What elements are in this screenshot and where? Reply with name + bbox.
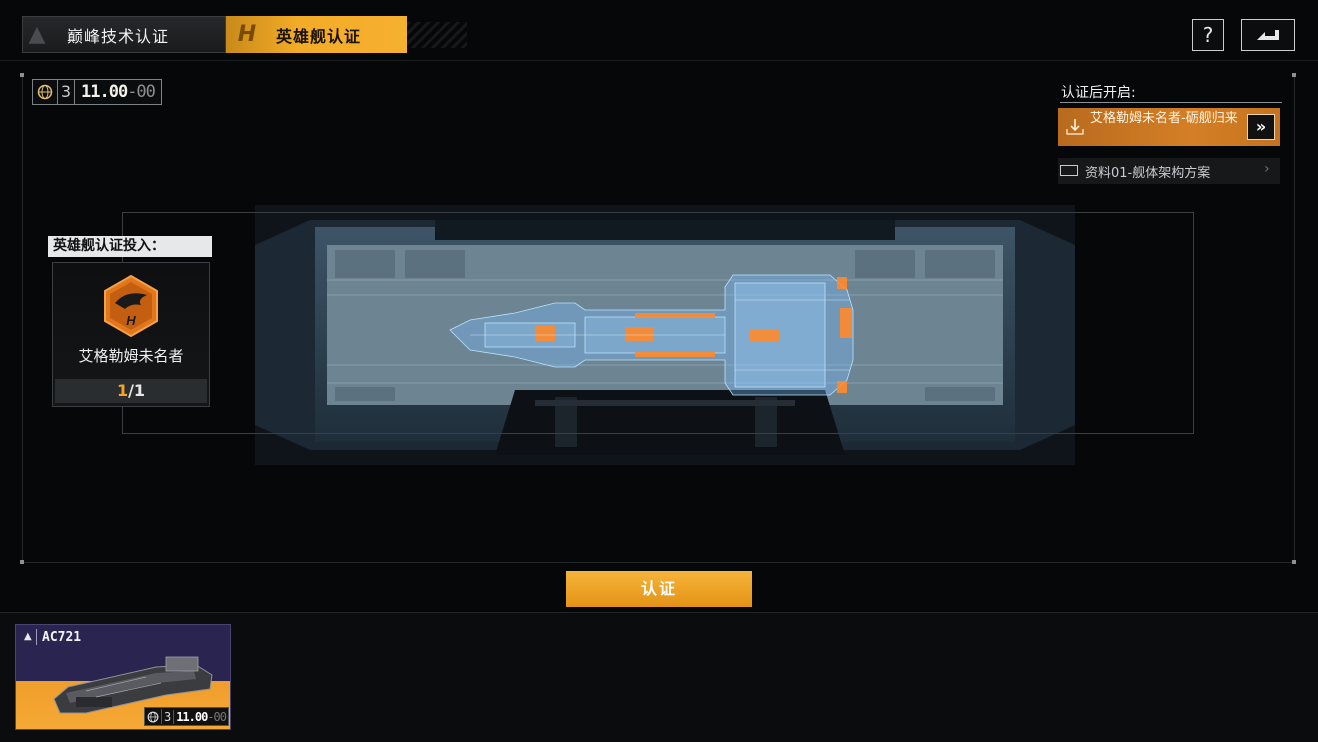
- left-frame-line: [22, 75, 23, 562]
- card-separator: [36, 629, 37, 645]
- rank-triangle-icon: ▲: [24, 631, 32, 642]
- card-icon: [1060, 165, 1078, 176]
- return-icon: [1257, 30, 1279, 40]
- ship-card[interactable]: ▲ AC721 3 11.00-00: [15, 624, 231, 730]
- frame-corner: [1292, 73, 1296, 77]
- back-button[interactable]: [1241, 19, 1295, 51]
- hero-name: 艾格勒姆未名者: [78, 347, 184, 365]
- unlock-item-label: 艾格勒姆未名者-砺舰归来: [1090, 111, 1238, 126]
- ship-cost-level: 3: [162, 709, 175, 724]
- chevron-right-icon: ›: [1264, 161, 1270, 177]
- tab-hero-ship[interactable]: H 英雄舰认证: [226, 16, 407, 53]
- unlock-item-skin[interactable]: 艾格勒姆未名者-砺舰归来 »: [1058, 108, 1280, 146]
- count-need: 1: [133, 381, 146, 400]
- frame-corner: [20, 73, 24, 77]
- svg-text:H: H: [126, 313, 136, 328]
- unlock-item-label: 资料01-舰体架构方案: [1085, 166, 1211, 181]
- top-frame-line: [0, 60, 1318, 61]
- cost-time-rest: -00: [127, 82, 156, 102]
- globe-icon: [145, 709, 162, 724]
- arrow-up-icon: ▲: [28, 22, 46, 47]
- certify-button[interactable]: 认证: [566, 571, 752, 607]
- help-button[interactable]: ?: [1192, 19, 1224, 51]
- ship-cost-badge: 3 11.00-00: [143, 707, 229, 726]
- hero-emblem-icon: H: [104, 275, 158, 337]
- dock-divider: [0, 612, 1318, 613]
- download-icon: [1066, 119, 1084, 135]
- tab-label: 巅峰技术认证: [67, 26, 170, 46]
- tab-peak-tech[interactable]: ▲ 巅峰技术认证: [22, 16, 226, 53]
- cost-badge: 3 11.00-00: [32, 79, 162, 105]
- question-mark-icon: ?: [1202, 23, 1214, 47]
- hero-input-card[interactable]: H 艾格勒姆未名者 1/1: [52, 262, 210, 407]
- decorative-stripes: [407, 22, 467, 48]
- ship-cost-time-main: 11.00: [176, 709, 208, 724]
- right-frame-line: [1294, 75, 1295, 562]
- unlock-item-document[interactable]: 资料01-舰体架构方案 ›: [1058, 158, 1280, 184]
- unlock-divider: [1060, 102, 1282, 103]
- bottom-frame-line: [22, 562, 1295, 563]
- cost-time-main: 11.00: [81, 82, 128, 102]
- ship-image: [53, 656, 213, 714]
- count-sep: /: [128, 381, 134, 400]
- ship-cost-time-rest: -00: [207, 709, 227, 724]
- ship-cost-time: 11.00-00: [174, 710, 228, 724]
- globe-icon: [33, 80, 58, 104]
- hangar-viewport: [255, 205, 1075, 465]
- unlock-title: 认证后开启:: [1061, 85, 1136, 101]
- frame-corner: [20, 560, 24, 564]
- frame-corner: [1292, 560, 1296, 564]
- hero-h-icon: H: [237, 22, 257, 47]
- hero-count: 1/1: [55, 379, 207, 403]
- tab-label: 英雄舰认证: [276, 26, 362, 46]
- cost-time: 11.00-00: [75, 82, 161, 102]
- double-chevron-icon[interactable]: »: [1247, 114, 1275, 140]
- ship-name: AC721: [42, 630, 82, 645]
- cost-level: 3: [58, 80, 75, 104]
- input-title: 英雄舰认证投入：: [48, 236, 212, 257]
- count-have: 1: [116, 381, 129, 400]
